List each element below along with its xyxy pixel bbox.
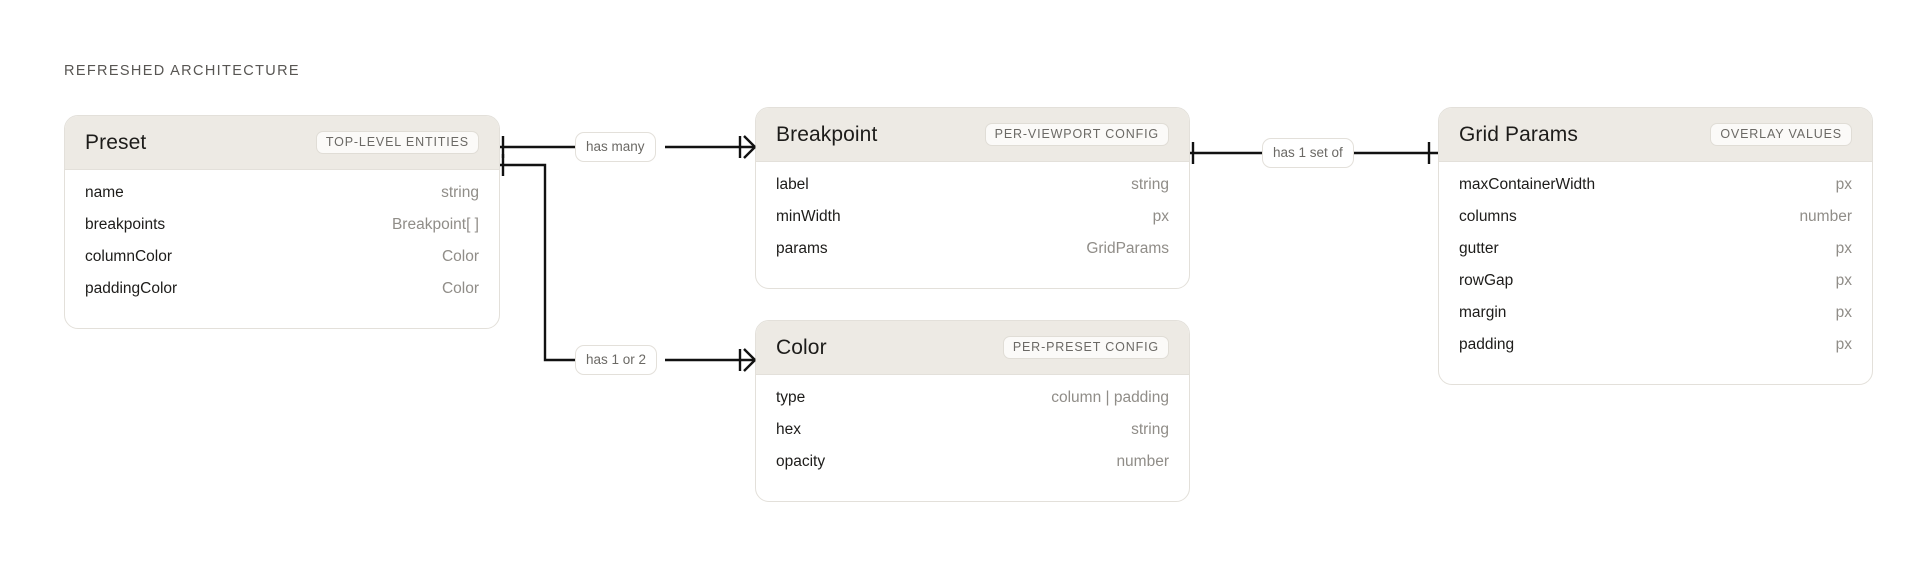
entity-card-preset[interactable]: Preset TOP-LEVEL ENTITIES name string br… [64, 115, 500, 329]
field-row: rowGap px [1459, 272, 1852, 304]
field-type: px [1835, 304, 1852, 321]
field-row: opacity number [776, 453, 1169, 485]
field-name: paddingColor [85, 280, 178, 297]
entity-title-grid-params: Grid Params [1459, 122, 1578, 146]
field-name: type [776, 389, 806, 406]
field-row: columns number [1459, 208, 1852, 240]
entity-title-preset: Preset [85, 130, 147, 154]
field-name: columnColor [85, 248, 173, 265]
diagram-caption: REFRESHED ARCHITECTURE [64, 63, 300, 79]
field-type: px [1835, 336, 1852, 353]
field-row: label string [776, 176, 1169, 208]
field-type: px [1152, 208, 1169, 225]
line-preset-color-elbow [500, 163, 575, 362]
entity-badge-color: PER-PRESET CONFIG [1002, 335, 1169, 360]
entity-badge-preset: TOP-LEVEL ENTITIES [315, 130, 479, 155]
field-type: string [1131, 421, 1169, 438]
field-row: gutter px [1459, 240, 1852, 272]
field-name: name [85, 184, 124, 201]
field-type: px [1835, 272, 1852, 289]
field-name: label [776, 176, 809, 193]
field-type: string [1131, 176, 1169, 193]
entity-title-color: Color [776, 335, 827, 359]
crowfoot-color-top [743, 348, 756, 361]
entity-badge-grid-params: OVERLAY VALUES [1710, 122, 1852, 147]
entity-fields-color: type column | padding hex string opacity… [756, 375, 1189, 501]
entity-card-grid-params[interactable]: Grid Params OVERLAY VALUES maxContainerW… [1438, 107, 1873, 385]
field-name: params [776, 240, 828, 257]
field-row: name string [85, 184, 479, 216]
field-type: Color [441, 248, 479, 265]
field-type: px [1835, 240, 1852, 257]
field-name: minWidth [776, 208, 841, 225]
field-type: Color [441, 280, 479, 297]
relationship-label-has-1-or-2: has 1 or 2 [575, 345, 658, 375]
field-row: breakpoints Breakpoint[ ] [85, 216, 479, 248]
field-name: opacity [776, 453, 826, 470]
field-type: number [1116, 453, 1169, 470]
field-row: type column | padding [776, 389, 1169, 421]
field-type: px [1835, 176, 1852, 193]
field-row: minWidth px [776, 208, 1169, 240]
field-type: number [1799, 208, 1852, 225]
field-name: maxContainerWidth [1459, 176, 1596, 193]
entity-header-breakpoint: Breakpoint PER-VIEWPORT CONFIG [756, 108, 1189, 162]
field-row: columnColor Color [85, 248, 479, 280]
field-row: padding px [1459, 336, 1852, 368]
entity-fields-grid-params: maxContainerWidth px columns number gutt… [1439, 162, 1872, 384]
crowfoot-breakpoint-bottom [743, 146, 756, 159]
entity-card-color[interactable]: Color PER-PRESET CONFIG type column | pa… [755, 320, 1190, 502]
entity-card-breakpoint[interactable]: Breakpoint PER-VIEWPORT CONFIG label str… [755, 107, 1190, 289]
field-row: maxContainerWidth px [1459, 176, 1852, 208]
field-row: paddingColor Color [85, 280, 479, 312]
field-type: GridParams [1086, 240, 1169, 257]
field-name: rowGap [1459, 272, 1514, 289]
entity-title-breakpoint: Breakpoint [776, 122, 878, 146]
entity-header-color: Color PER-PRESET CONFIG [756, 321, 1189, 375]
field-row: margin px [1459, 304, 1852, 336]
field-type: Breakpoint[ ] [391, 216, 479, 233]
entity-fields-breakpoint: label string minWidth px params GridPara… [756, 162, 1189, 288]
field-type: column | padding [1051, 389, 1169, 406]
entity-header-preset: Preset TOP-LEVEL ENTITIES [65, 116, 499, 170]
field-row: hex string [776, 421, 1169, 453]
entity-header-grid-params: Grid Params OVERLAY VALUES [1439, 108, 1872, 162]
relationship-label-has-1-set-of: has 1 set of [1262, 138, 1354, 168]
entity-badge-breakpoint: PER-VIEWPORT CONFIG [984, 122, 1169, 147]
field-name: padding [1459, 336, 1515, 353]
crowfoot-breakpoint-top [743, 135, 756, 148]
field-type: string [441, 184, 479, 201]
relationship-label-has-many: has many [575, 132, 656, 162]
field-name: hex [776, 421, 801, 438]
crowfoot-color-bottom [743, 359, 756, 372]
field-name: margin [1459, 304, 1507, 321]
field-row: params GridParams [776, 240, 1169, 272]
field-name: gutter [1459, 240, 1499, 257]
field-name: breakpoints [85, 216, 166, 233]
field-name: columns [1459, 208, 1517, 225]
entity-fields-preset: name string breakpoints Breakpoint[ ] co… [65, 170, 499, 328]
